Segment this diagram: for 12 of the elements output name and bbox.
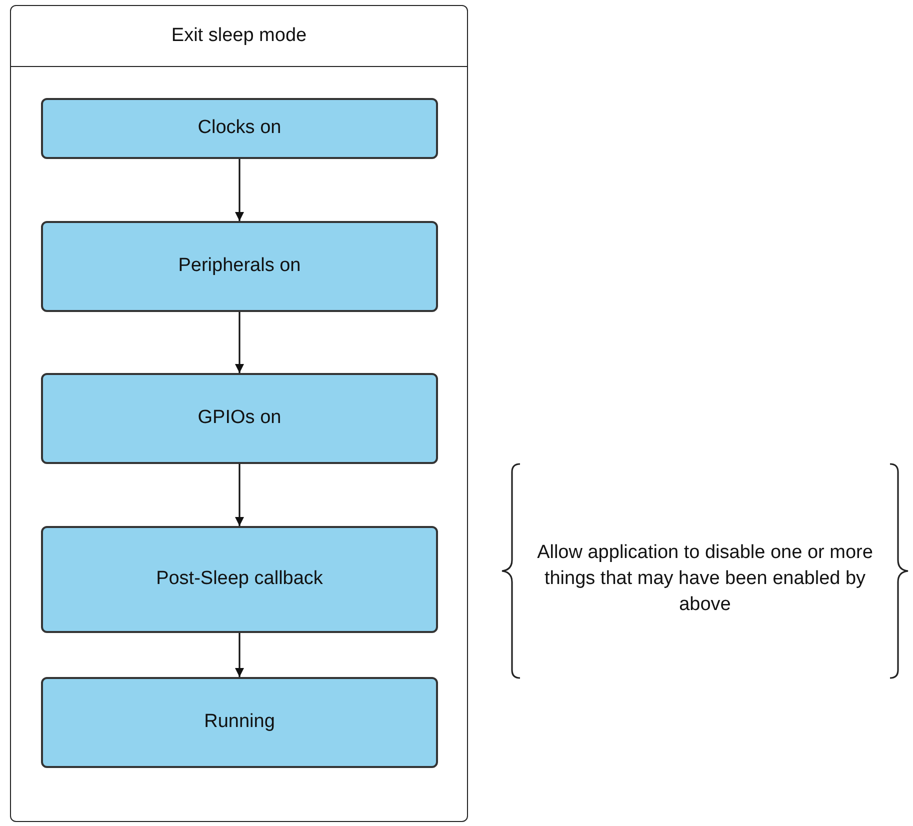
arrow	[235, 464, 244, 526]
container-box	[10, 5, 468, 822]
arrow	[235, 312, 244, 373]
process-box: Running	[41, 677, 438, 768]
process-box: GPIOs on	[41, 373, 438, 464]
process-box: Post-Sleep callback	[41, 526, 438, 633]
process-box: Clocks on	[41, 98, 438, 159]
arrow	[235, 633, 244, 677]
arrow	[235, 159, 244, 221]
annotation-text: Allow application to disable one or more things that may have been enabled by above	[536, 541, 874, 617]
process-box: Peripherals on	[41, 221, 438, 312]
heading: Exit sleep mode	[171, 24, 307, 48]
